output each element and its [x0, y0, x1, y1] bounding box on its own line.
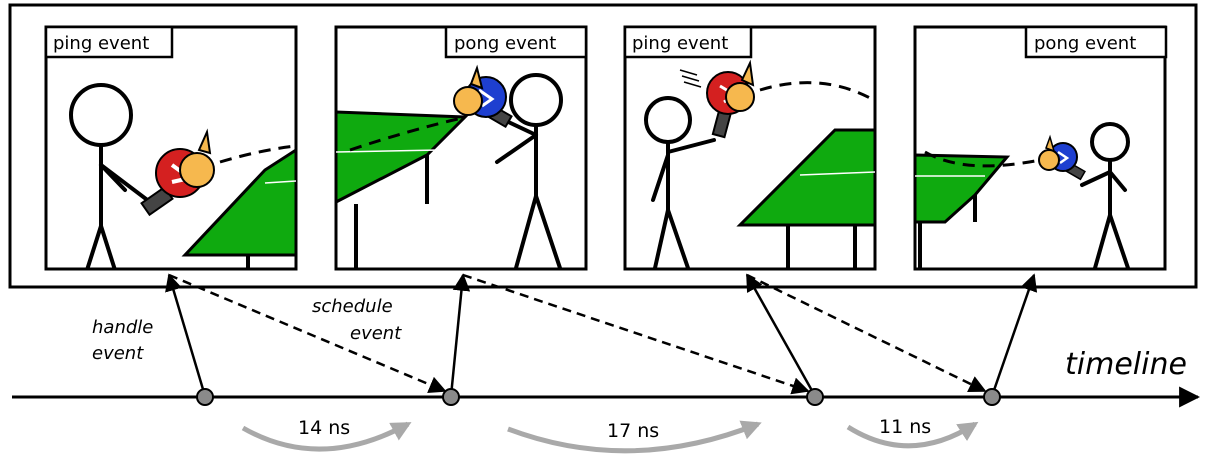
- panel-2-label-box: [444, 25, 588, 59]
- handle-event-label-line2: event: [92, 343, 144, 364]
- event-marker-3: [806, 388, 824, 406]
- ball-trajectory: [759, 81, 871, 100]
- panel-3-label-box: [623, 25, 753, 59]
- event-marker-2: [442, 388, 460, 406]
- panel-1: ping event: [44, 25, 298, 271]
- motion-lines: [679, 69, 702, 88]
- event-marker-1: [196, 388, 214, 406]
- panel-4-label: pong event: [1034, 33, 1136, 54]
- ping-bird-ball: [725, 59, 755, 112]
- handle-event-arrow-1: [165, 273, 207, 397]
- handle-event-label-line1: handle: [92, 317, 153, 338]
- duration-arrow-3: [846, 421, 979, 449]
- duration-label-3: 11 ns: [879, 416, 931, 438]
- panel-4-label-box: [1024, 25, 1168, 59]
- ping-pong-table: [336, 110, 469, 269]
- ping-pong-table: [181, 148, 296, 269]
- schedule-event-label-line2: event: [350, 323, 402, 344]
- stick-figure-player: [644, 96, 716, 269]
- ping-pong-table: [915, 153, 1011, 269]
- ping-pong-table: [736, 128, 875, 269]
- panel-2: pong event: [334, 25, 588, 271]
- duration-label-1: 14 ns: [298, 417, 350, 439]
- pong-bird-ball: [1038, 134, 1060, 171]
- panel-3-label: ping event: [632, 33, 728, 54]
- ball-trajectory: [349, 116, 463, 152]
- pong-bird-ball: [453, 64, 484, 116]
- panel-3: ping event: [623, 25, 877, 271]
- event-marker-4: [983, 388, 1001, 406]
- panel-1-label: ping event: [53, 33, 149, 54]
- duration-arrow-2: [507, 420, 762, 454]
- panel-4: pong event: [913, 25, 1168, 271]
- timeline-label: timeline: [1065, 347, 1187, 382]
- schedule-event-arrow-3: [746, 273, 987, 393]
- handle-event-arrow-3: [745, 273, 817, 397]
- panel-2-label: pong event: [454, 33, 556, 54]
- schedule-event-label-line1: schedule: [312, 296, 393, 317]
- ping-bird-ball: [179, 128, 215, 188]
- ball-trajectory: [924, 150, 1041, 168]
- schedule-event-arrow-2: [462, 273, 810, 395]
- stick-figure-player: [1080, 122, 1130, 269]
- stick-figure-player: [69, 83, 152, 269]
- handle-event-arrow-4: [990, 273, 1038, 397]
- handle-event-arrow-2: [449, 273, 471, 397]
- schedule-event-arrow-1: [168, 273, 447, 393]
- ball-trajectory: [219, 144, 296, 164]
- duration-label-2: 17 ns: [607, 420, 659, 442]
- panel-1-label-box: [44, 25, 174, 59]
- duration-arrow-1: [241, 421, 412, 452]
